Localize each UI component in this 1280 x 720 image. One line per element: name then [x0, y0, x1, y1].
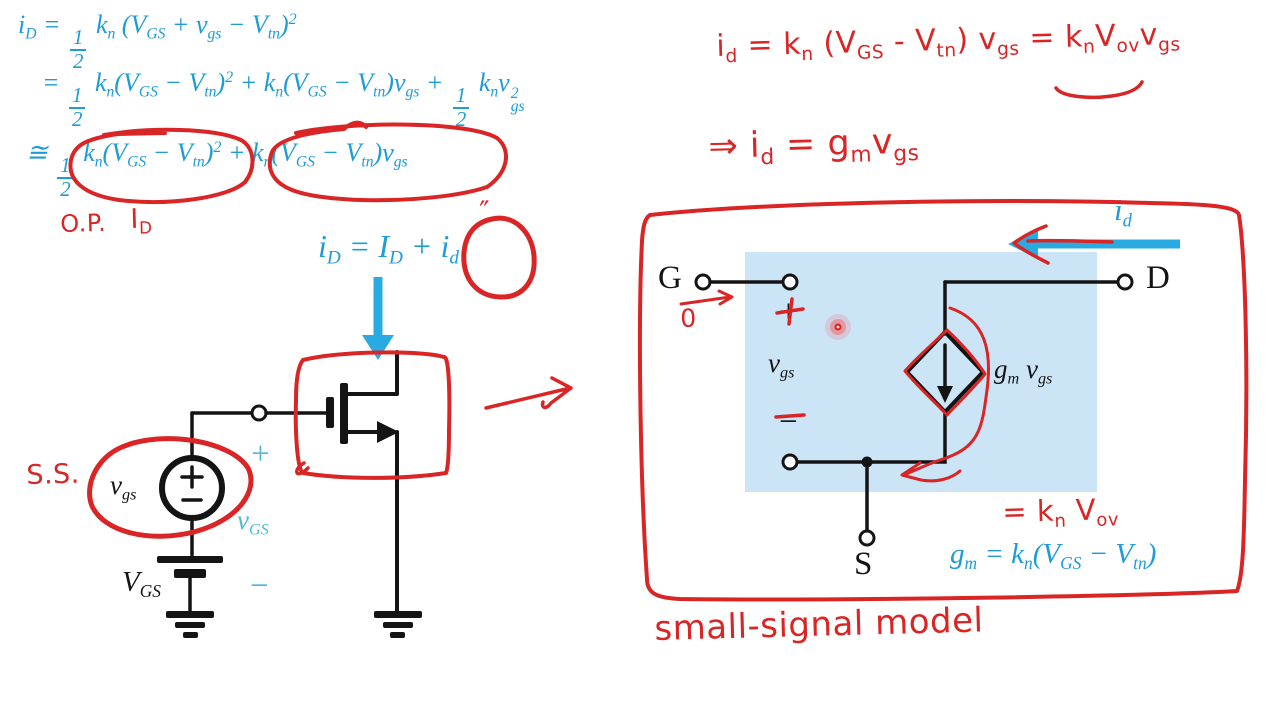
- gate-terminal-label: G: [658, 260, 682, 296]
- red-rect-corner-scribble: [295, 461, 310, 476]
- red-rect-mosfet: [293, 350, 452, 480]
- minus-sign-total: −: [248, 568, 271, 604]
- battery-label: VGS: [122, 566, 161, 602]
- knvov-note: = kn Vov: [1001, 492, 1120, 532]
- drain-terminal-label: D: [1146, 260, 1170, 296]
- ditto-mark: ″: [478, 194, 491, 228]
- ground-left-bar2: [175, 622, 205, 628]
- mosfet-arrow: [377, 421, 399, 443]
- op-note: O.P.: [59, 208, 107, 238]
- ground-left-bar3: [183, 632, 198, 638]
- vgs-source-circle: [159, 455, 225, 521]
- model-gate-outer-terminal: [694, 273, 712, 291]
- ground-right-bar3: [390, 632, 405, 638]
- model-vgs-label: vgs: [768, 348, 795, 382]
- zero-gate-current: 0: [679, 303, 698, 333]
- mosfet-drain-wire: [346, 350, 399, 396]
- split-equation: iD = ID + id: [318, 228, 459, 269]
- gm-formula: gm = kn(VGS − Vtn): [950, 538, 1157, 574]
- red-arrow-to-model: [484, 376, 573, 410]
- plus-sign-total: +: [249, 436, 272, 472]
- ground-right-bar1: [374, 611, 422, 618]
- op-current: ID: [129, 203, 153, 238]
- model-plus-sign: +: [777, 294, 800, 330]
- battery-short-plate: [174, 569, 206, 578]
- total-vgs-label: vGS: [237, 505, 269, 539]
- ground-right-bar2: [383, 622, 413, 628]
- model-drain-terminal: [1116, 273, 1134, 291]
- source-plus-icon: [180, 465, 204, 489]
- source-terminal-label: S: [854, 546, 873, 582]
- model-source-terminal: [858, 529, 876, 547]
- model-minus-sign: −: [777, 404, 800, 440]
- ground-left-bar1: [166, 611, 214, 618]
- red-zero-arrow: [679, 289, 734, 306]
- vgs-source-label: vgs: [110, 470, 137, 504]
- red-circle-id: [461, 215, 537, 300]
- dependent-source-label: gm vgs: [994, 354, 1053, 388]
- mosfet-gate-bar: [326, 397, 334, 428]
- id-current-label: id: [1114, 192, 1132, 232]
- small-signal-abbrev: S.S.: [25, 458, 81, 491]
- gate-node-circle: [250, 404, 268, 422]
- handwritten-gm-equation: ⇒ id = gmvgs: [707, 122, 920, 171]
- model-caption: small-signal model: [653, 600, 984, 649]
- id-down-arrow-head: [362, 335, 394, 360]
- red-underline-knvov: [1054, 80, 1144, 100]
- handwritten-id-equation: id = kn (VGS - Vtn) vgs = knVovvgs: [715, 17, 1181, 68]
- mosfet-channel-bar: [340, 383, 348, 444]
- battery-long-plate: [157, 556, 223, 563]
